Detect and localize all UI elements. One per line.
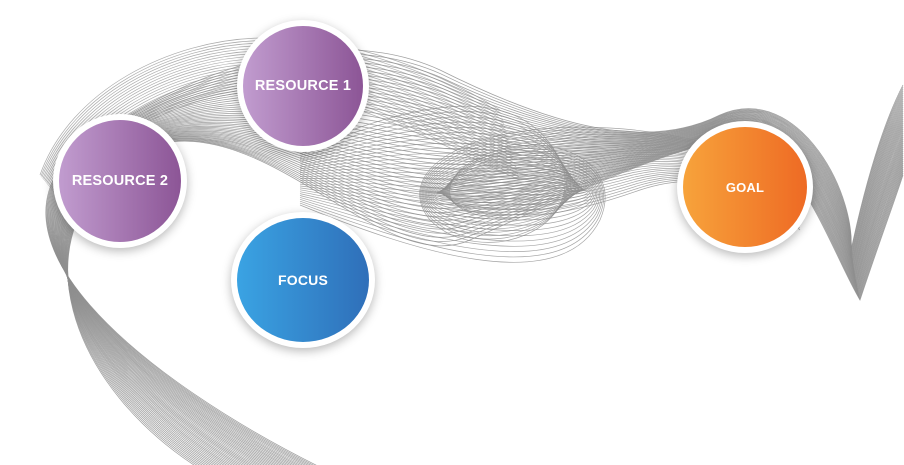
resource-2-fill: RESOURCE 2 bbox=[59, 120, 181, 242]
resource-2-circle: RESOURCE 2 bbox=[53, 114, 187, 248]
resource-1-label: RESOURCE 1 bbox=[254, 78, 352, 94]
focus-circle: FOCUS bbox=[231, 212, 375, 348]
resource-1-fill: RESOURCE 1 bbox=[243, 26, 363, 146]
goal-label: GOAL bbox=[725, 179, 765, 195]
focus-label: FOCUS bbox=[278, 272, 328, 288]
resource-1-circle: RESOURCE 1 bbox=[237, 20, 369, 152]
goal-fill: GOAL bbox=[683, 127, 807, 247]
focus-fill: FOCUS bbox=[237, 218, 369, 342]
resource-2-label: RESOURCE 2 bbox=[71, 173, 169, 189]
goal-circle: GOAL bbox=[677, 121, 813, 253]
